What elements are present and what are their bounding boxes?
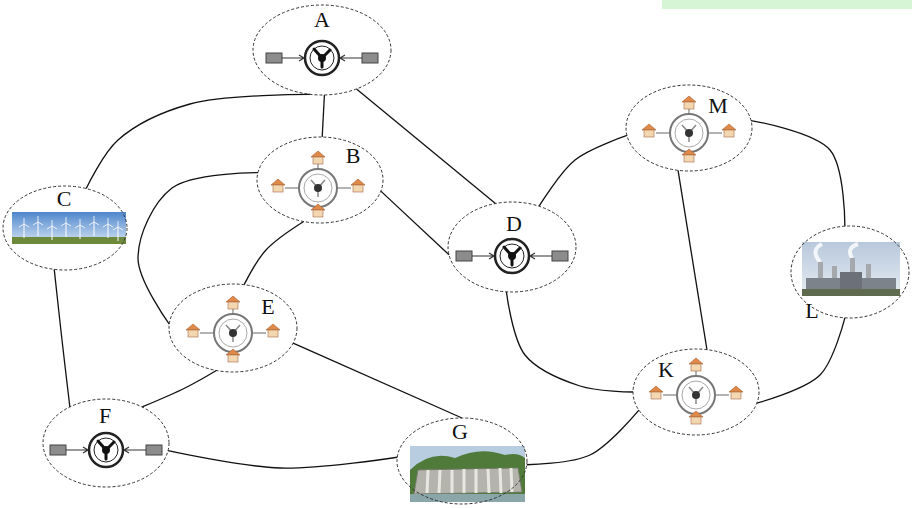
dashed-outline [632, 348, 760, 436]
station-circle: G [396, 417, 528, 505]
dashed-outline [168, 283, 298, 373]
connector-line [168, 451, 397, 468]
station-circle: E [168, 283, 298, 373]
connector-line [54, 269, 70, 407]
connector-line [293, 343, 462, 418]
station-circle: M [625, 84, 753, 172]
wind-farm-picture [12, 212, 126, 244]
connector-line [244, 222, 304, 285]
station-circle: A [252, 4, 392, 96]
node-letter: B [346, 145, 361, 167]
connector-line [506, 292, 633, 392]
control-icon [266, 41, 378, 75]
dam-picture [410, 446, 525, 502]
node-letter: L [805, 300, 818, 322]
node-letter: E [261, 296, 274, 318]
connector-line [142, 371, 216, 407]
station-circle: B [256, 136, 384, 224]
substation-icon [186, 296, 280, 362]
node-letter: F [99, 405, 111, 427]
connector-line [751, 121, 845, 227]
substation-icon [642, 96, 736, 162]
top-band [662, 0, 912, 9]
station-circle: F [42, 398, 170, 488]
connector-line [678, 170, 707, 349]
station-circle: K [632, 348, 760, 436]
node-letter: C [57, 188, 72, 210]
power-plant-picture [802, 242, 900, 296]
node-letter: K [658, 359, 674, 381]
control-icon [50, 433, 162, 467]
dashed-outline [625, 84, 753, 172]
substation-icon [649, 358, 743, 424]
connector-line [322, 95, 324, 137]
connector-line [527, 410, 639, 465]
node-letter: M [708, 95, 728, 117]
node-letter: G [452, 421, 468, 443]
station-circle: C [2, 185, 128, 271]
control-icon [456, 239, 568, 273]
connector-line [539, 135, 627, 206]
connector-line [138, 173, 258, 325]
dashed-outline [256, 136, 384, 224]
connector-line [86, 94, 310, 188]
connector-line [381, 191, 449, 255]
station-circle: D [447, 201, 577, 293]
node-letter: A [314, 9, 330, 31]
connector-line [757, 318, 845, 403]
connector-line [357, 89, 496, 204]
node-letter: D [506, 213, 522, 235]
station-circle: L [790, 225, 910, 319]
